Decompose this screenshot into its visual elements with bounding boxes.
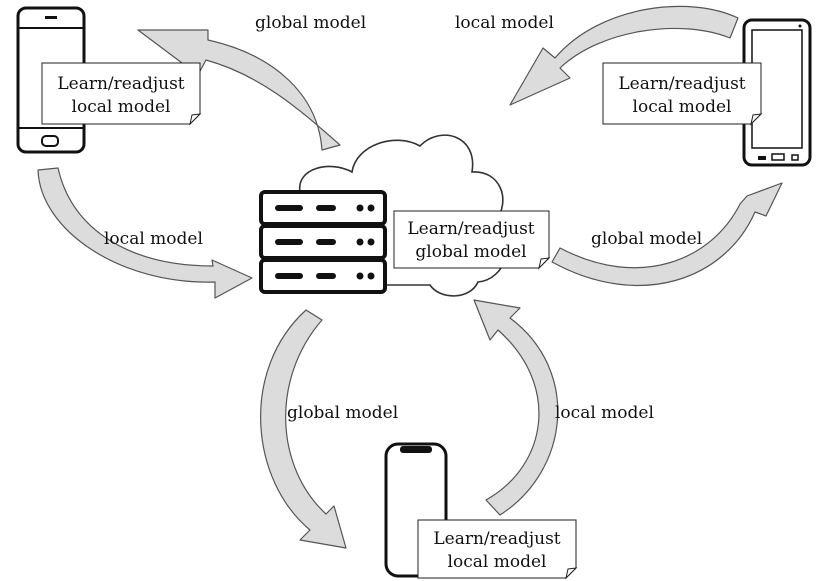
arrow-server-to-top-right: [551, 182, 783, 287]
note-top-left-line1: Learn/readjust: [57, 74, 184, 94]
arrow-top-left-to-server: [37, 167, 253, 299]
label-left-local: local model: [104, 229, 203, 249]
arrow-top-right-to-server: [509, 5, 739, 106]
label-bottom-global: global model: [287, 403, 398, 423]
note-server-line1: Learn/readjust: [407, 219, 534, 239]
arrow-server-to-bottom: [260, 309, 347, 549]
note-top-left-line2: local model: [72, 97, 171, 117]
label-bottom-local: local model: [555, 403, 654, 423]
label-top-left-global: global model: [255, 13, 366, 33]
note-bottom-line1: Learn/readjust: [433, 529, 560, 549]
note-top-right-line1: Learn/readjust: [618, 74, 745, 94]
note-server-line2: global model: [415, 242, 526, 262]
note-top-left: Learn/readjust local model: [41, 62, 202, 126]
note-server: Learn/readjust global model: [393, 210, 551, 270]
note-top-right-line2: local model: [633, 97, 732, 117]
note-bottom-line2: local model: [448, 552, 547, 572]
note-bottom: Learn/readjust local model: [417, 519, 578, 580]
label-top-right-local: local model: [455, 13, 554, 33]
arrow-bottom-to-server: [473, 299, 559, 516]
server-icon: [259, 190, 387, 294]
arrow-server-to-top-left: [137, 29, 341, 151]
label-right-global: global model: [591, 229, 702, 249]
note-top-right: Learn/readjust local model: [602, 62, 763, 126]
